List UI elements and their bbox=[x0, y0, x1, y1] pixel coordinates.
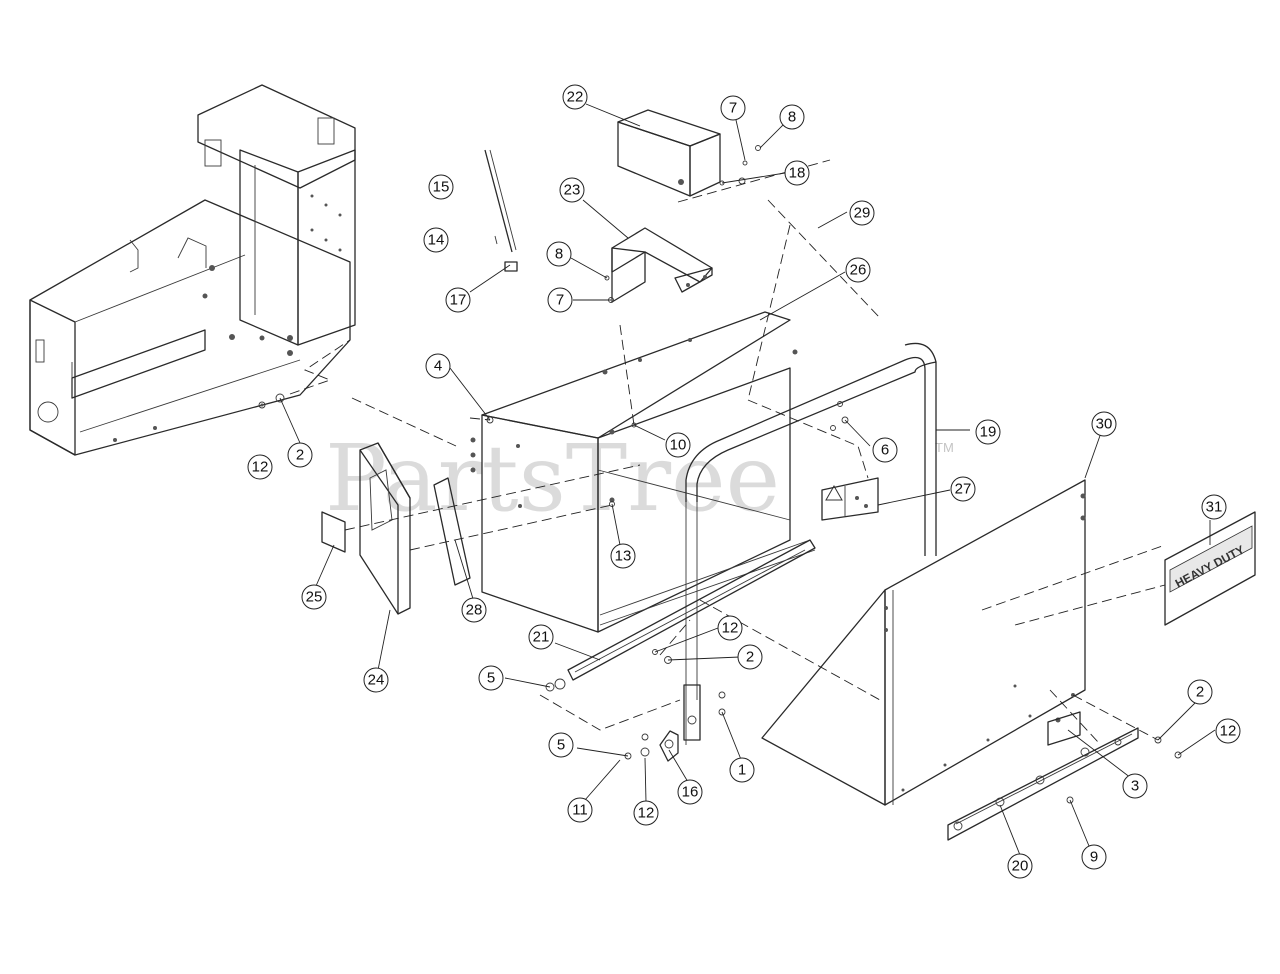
svg-text:30: 30 bbox=[1096, 416, 1113, 433]
callout-28: 28 bbox=[461, 597, 487, 623]
svg-text:1: 1 bbox=[738, 762, 746, 779]
svg-text:6: 6 bbox=[881, 442, 889, 459]
callout-12-hinge: 12 bbox=[1215, 718, 1241, 744]
svg-text:27: 27 bbox=[955, 481, 972, 498]
link-rod bbox=[484, 149, 518, 272]
callout-14: 14 bbox=[423, 227, 449, 253]
callout-4: 4 bbox=[425, 353, 451, 379]
svg-text:22: 22 bbox=[567, 89, 584, 106]
callout-2-rod: 2 bbox=[737, 644, 763, 670]
svg-text:7: 7 bbox=[729, 100, 737, 117]
motor-bracket bbox=[611, 227, 713, 303]
svg-text:3: 3 bbox=[1131, 778, 1139, 795]
svg-text:14: 14 bbox=[428, 232, 445, 249]
leader-lines bbox=[279, 103, 1216, 856]
callout-15: 15 bbox=[428, 174, 454, 200]
frame-assembly bbox=[29, 84, 356, 456]
callout-7-bracket: 7 bbox=[547, 287, 573, 313]
callout-6: 6 bbox=[872, 437, 898, 463]
svg-text:2: 2 bbox=[746, 649, 754, 666]
svg-text:24: 24 bbox=[368, 672, 385, 689]
callout-10: 10 bbox=[665, 432, 691, 458]
callout-25: 25 bbox=[301, 584, 327, 610]
svg-text:12: 12 bbox=[722, 620, 739, 637]
slide-rod bbox=[567, 539, 816, 681]
callout-18: 18 bbox=[784, 160, 810, 186]
svg-text:21: 21 bbox=[533, 629, 550, 646]
svg-text:5: 5 bbox=[487, 670, 495, 687]
callout-5-lower: 5 bbox=[548, 732, 574, 758]
callout-29: 29 bbox=[849, 200, 875, 226]
callout-2-hinge: 2 bbox=[1187, 679, 1213, 705]
svg-text:8: 8 bbox=[788, 109, 796, 126]
callout-21: 21 bbox=[528, 624, 554, 650]
callout-5-upper: 5 bbox=[478, 665, 504, 691]
svg-text:8: 8 bbox=[555, 246, 563, 263]
svg-text:19: 19 bbox=[980, 424, 997, 441]
callout-22: 22 bbox=[562, 84, 588, 110]
frame-hardware bbox=[258, 339, 351, 409]
callout-27: 27 bbox=[950, 476, 976, 502]
hinge-bar bbox=[947, 727, 1139, 841]
small-hardware bbox=[486, 145, 1182, 804]
svg-text:12: 12 bbox=[638, 805, 655, 822]
callout-9: 9 bbox=[1081, 844, 1107, 870]
callout-12-lower: 12 bbox=[633, 800, 659, 826]
callout-1: 1 bbox=[729, 757, 755, 783]
callout-8-motor: 8 bbox=[779, 104, 805, 130]
handle-bar bbox=[683, 342, 937, 745]
svg-text:23: 23 bbox=[564, 182, 581, 199]
svg-text:2: 2 bbox=[296, 447, 304, 464]
svg-text:20: 20 bbox=[1012, 858, 1029, 875]
svg-text:28: 28 bbox=[466, 602, 483, 619]
warning-decal bbox=[821, 477, 879, 521]
watermark-text: PartsTree bbox=[325, 425, 780, 532]
svg-text:5: 5 bbox=[557, 737, 565, 754]
svg-text:10: 10 bbox=[670, 437, 687, 454]
callout-31: 31 bbox=[1201, 494, 1227, 520]
svg-text:12: 12 bbox=[252, 459, 269, 476]
callout-2-frame: 2 bbox=[287, 442, 313, 468]
callout-13: 13 bbox=[610, 543, 636, 569]
hopper bbox=[470, 311, 816, 633]
svg-text:31: 31 bbox=[1206, 499, 1223, 516]
svg-text:15: 15 bbox=[433, 179, 450, 196]
latch-plate bbox=[1047, 711, 1081, 746]
side-panel bbox=[761, 479, 1086, 806]
callout-11: 11 bbox=[567, 797, 593, 823]
callout-8-bracket: 8 bbox=[546, 241, 572, 267]
callout-20: 20 bbox=[1007, 853, 1033, 879]
svg-text:2: 2 bbox=[1196, 684, 1204, 701]
svg-text:7: 7 bbox=[556, 292, 564, 309]
callout-16: 16 bbox=[677, 779, 703, 805]
callout-19: 19 bbox=[975, 419, 1001, 445]
callout-26: 26 bbox=[845, 257, 871, 283]
svg-text:29: 29 bbox=[854, 205, 871, 222]
svg-text:17: 17 bbox=[450, 292, 467, 309]
callout-23: 23 bbox=[559, 177, 585, 203]
callout-7-motor: 7 bbox=[720, 95, 746, 121]
callout-3: 3 bbox=[1122, 773, 1148, 799]
callout-17: 17 bbox=[445, 287, 471, 313]
svg-text:25: 25 bbox=[306, 589, 323, 606]
callout-12-frame: 12 bbox=[247, 454, 273, 480]
watermark-tm: TM bbox=[935, 440, 954, 455]
callout-30: 30 bbox=[1091, 411, 1117, 437]
svg-text:26: 26 bbox=[850, 262, 867, 279]
callout-24: 24 bbox=[363, 667, 389, 693]
svg-text:4: 4 bbox=[434, 358, 442, 375]
svg-text:13: 13 bbox=[615, 548, 632, 565]
svg-text:11: 11 bbox=[572, 802, 588, 819]
svg-text:9: 9 bbox=[1090, 849, 1098, 866]
svg-text:12: 12 bbox=[1220, 723, 1237, 740]
svg-text:18: 18 bbox=[789, 165, 806, 182]
callout-12-rod: 12 bbox=[717, 615, 743, 641]
svg-text:16: 16 bbox=[682, 784, 699, 801]
